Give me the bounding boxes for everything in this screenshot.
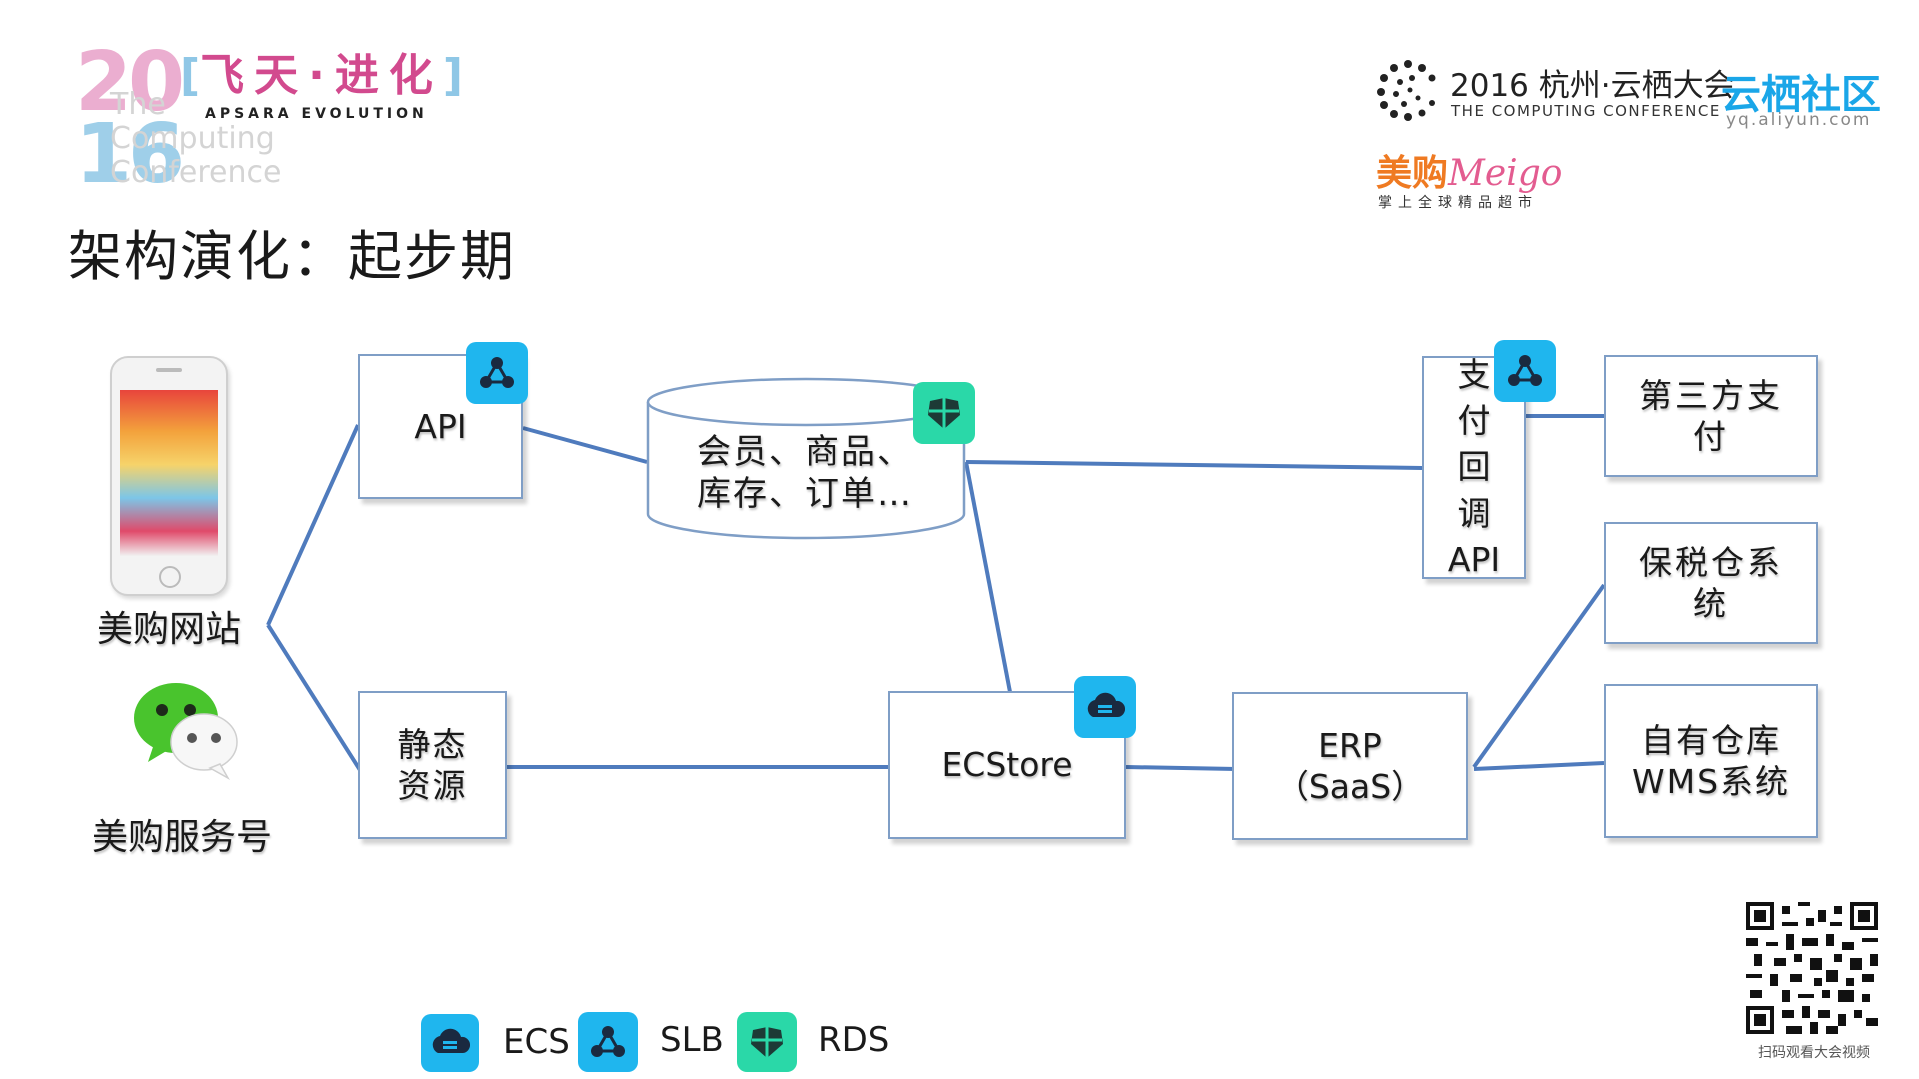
ecs-icon xyxy=(432,1028,470,1053)
node-own-warehouse-label: 自有仓库 WMS系统 xyxy=(1631,720,1791,801)
phone-icon xyxy=(110,356,228,596)
node-db-label: 会员、商品、 库存、订单… xyxy=(697,431,913,515)
meigo-brand-cn: 美购 xyxy=(1376,153,1449,194)
slb-icon xyxy=(591,1026,625,1057)
rds-icon xyxy=(751,1027,783,1058)
node-api-label: API xyxy=(414,406,467,446)
logo-year-top: 20 xyxy=(75,35,185,130)
edge-db-paycallback xyxy=(965,460,1423,470)
rds-icon xyxy=(928,398,960,429)
node-bonded-warehouse: 保税仓系 统 xyxy=(1604,522,1818,644)
ecs-badge-ecstore xyxy=(1074,676,1136,738)
qr-code-icon xyxy=(1746,902,1878,1034)
meigo-logo: 美购Meigo 掌上全球精品超市 xyxy=(1376,144,1576,214)
node-static: 静态 资源 xyxy=(358,691,507,839)
logo-year-bottom: 16 xyxy=(75,107,185,202)
slb-badge-pay xyxy=(1494,340,1556,402)
edge-erp-bonded xyxy=(1472,583,1606,769)
slb-icon xyxy=(480,357,514,388)
node-static-label: 静态 资源 xyxy=(397,724,468,805)
conference-logo: 2016 杭州·云栖大会 THE COMPUTING CONFERENCE 云栖… xyxy=(1376,56,1896,136)
node-bonded-warehouse-label: 保税仓系 统 xyxy=(1639,542,1783,623)
logo-slogan: [飞天·进化] xyxy=(180,50,463,101)
community-name: 云栖社区 xyxy=(1721,72,1881,118)
wechat-icon xyxy=(134,683,238,780)
node-erp: ERP （SaaS） xyxy=(1232,692,1468,840)
node-ecstore: ECStore xyxy=(888,691,1126,839)
qr-caption: 扫码观看大会视频 xyxy=(1758,1045,1870,1061)
logo-ghost-line2: Computing xyxy=(110,121,275,156)
legend-ecs-badge xyxy=(421,1014,479,1072)
edge-website-api xyxy=(266,424,360,626)
node-own-warehouse: 自有仓库 WMS系统 xyxy=(1604,684,1818,838)
logo-ghost-line3: Conference xyxy=(110,155,282,190)
node-third-party-pay: 第三方支 付 xyxy=(1604,355,1818,477)
legend-slb-badge xyxy=(578,1012,638,1072)
slb-icon xyxy=(1508,355,1542,386)
logo-slogan-en: APSARA EVOLUTION xyxy=(205,106,428,122)
legend-ecs-label: ECS xyxy=(503,1022,570,1062)
edge-erp-own xyxy=(1473,761,1605,771)
node-ecstore-label: ECStore xyxy=(941,745,1073,785)
legend-rds-badge xyxy=(737,1012,797,1072)
ecs-icon xyxy=(1087,692,1125,717)
edge-api-db xyxy=(522,426,648,464)
apsara-logo: 20 16 The Computing Conference [飞天·进化] A… xyxy=(70,42,490,202)
logo-ghost-line1: The xyxy=(110,87,166,122)
node-pay-callback-label: 支 付 回 调 API xyxy=(1447,355,1501,579)
meigo-brand-en: Meigo xyxy=(1448,153,1563,194)
conference-dots-icon xyxy=(1377,60,1436,121)
client-wechat-label: 美购服务号 xyxy=(92,817,273,858)
node-third-party-pay-label: 第三方支 付 xyxy=(1639,375,1783,456)
conference-sub: THE COMPUTING CONFERENCE xyxy=(1451,102,1721,120)
legend-rds-label: RDS xyxy=(818,1020,890,1060)
meigo-sub: 掌上全球精品超市 xyxy=(1378,195,1538,211)
page-title: 架构演化：起步期 xyxy=(68,225,516,288)
client-website-label: 美购网站 xyxy=(97,609,242,650)
edge-website-static xyxy=(266,623,362,772)
legend-slb-label: SLB xyxy=(660,1020,724,1060)
edge-db-ecstore xyxy=(964,461,1012,693)
slb-badge-api xyxy=(466,342,528,404)
meigo-brand: 美购Meigo xyxy=(1376,144,1562,196)
node-db: 会员、商品、 库存、订单… xyxy=(655,418,955,528)
node-erp-label: ERP （SaaS） xyxy=(1275,725,1425,806)
community-url: yq.aliyun.com xyxy=(1726,110,1872,130)
logo-slogan-text: 飞天·进化 xyxy=(200,50,443,101)
conference-main: 2016 杭州·云栖大会 xyxy=(1450,68,1735,104)
edge-ecstore-erp xyxy=(1125,765,1237,771)
rds-badge-db xyxy=(913,382,975,444)
